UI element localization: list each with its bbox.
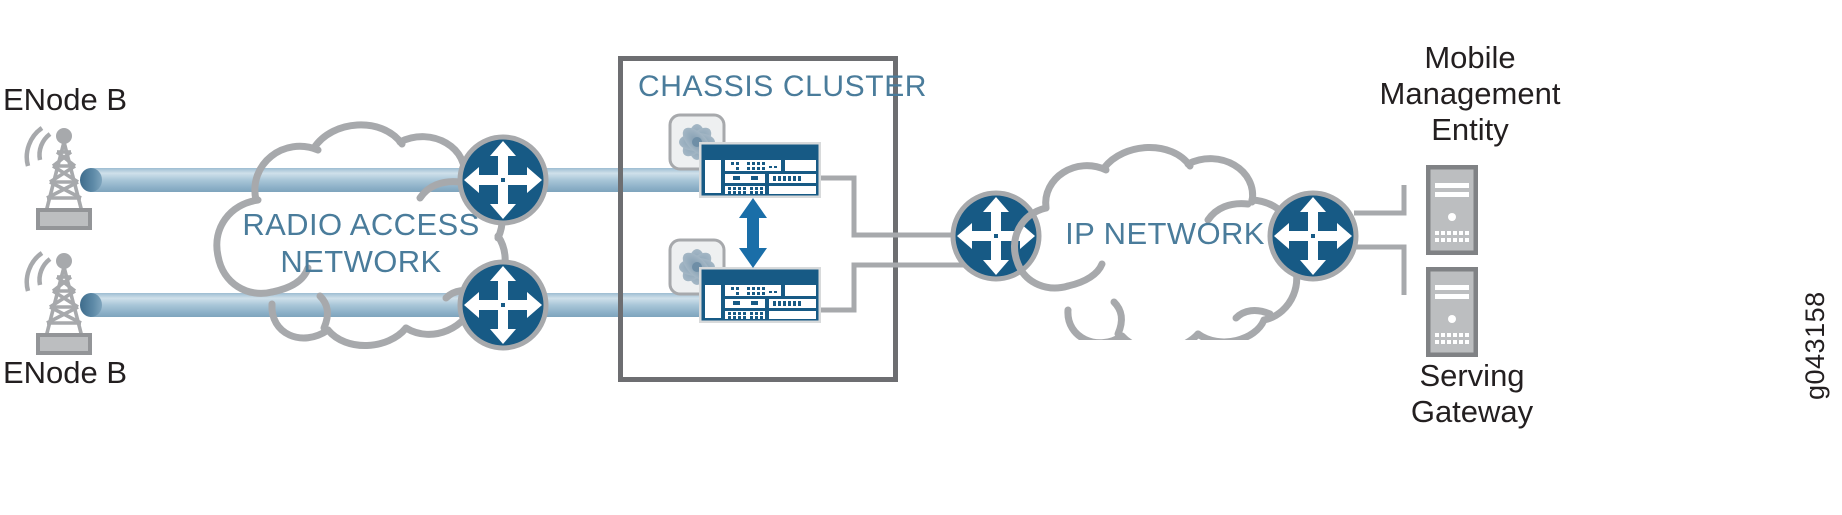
router-icon-core-right[interactable] <box>1267 190 1359 282</box>
cell-tower-icon-top <box>24 126 92 230</box>
srx-firewall-icon-node1[interactable] <box>699 142 821 198</box>
server-icon-serving-gateway[interactable] <box>1426 267 1478 357</box>
chassis-cluster-box <box>618 56 898 382</box>
cloud-label-ip-network: IP NETWORK <box>1065 216 1265 251</box>
cloud-label-radio-access-network: RADIO ACCESS NETWORK <box>242 207 480 279</box>
core-router-to-servers-links <box>1354 185 1407 295</box>
ha-control-link-arrow <box>739 198 767 268</box>
router-icon-access-bottom[interactable] <box>457 259 549 351</box>
router-icon-access-top[interactable] <box>457 134 549 226</box>
serving-gateway-label: Serving Gateway <box>1410 358 1534 429</box>
enodeb-bottom-label: ENode B <box>2 355 128 390</box>
chassis-cluster-label: CHASSIS CLUSTER <box>638 70 928 103</box>
cell-tower-icon-bottom <box>24 251 92 355</box>
srx-firewall-icon-node2[interactable] <box>699 267 821 323</box>
figure-id-watermark: g043158 <box>1800 291 1830 400</box>
enodeb-top-label: ENode B <box>2 82 128 117</box>
cluster-to-core-router-links <box>814 175 1000 313</box>
server-icon-mobile-management-entity[interactable] <box>1426 165 1478 255</box>
mobile-management-entity-label: Mobile Management Entity <box>1379 40 1561 147</box>
